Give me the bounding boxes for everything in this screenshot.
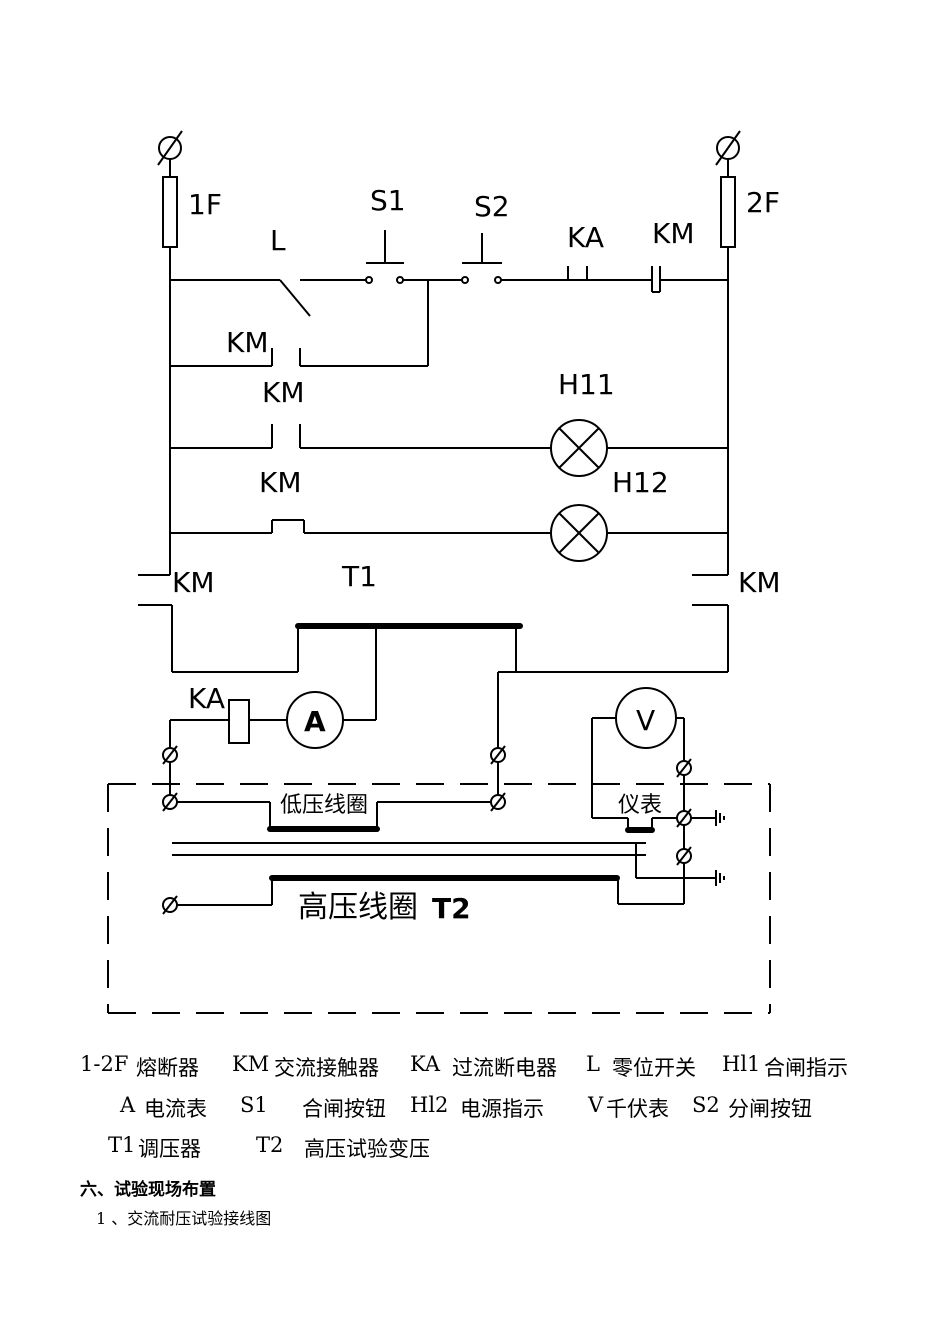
terminal-lv-left <box>162 792 178 812</box>
lamp-h11 <box>550 419 608 477</box>
km-left-label: KM <box>172 566 215 599</box>
legend-item: 高压试验变压 <box>304 1137 430 1161</box>
km-h12-label: KM <box>259 466 302 499</box>
hv-coil-label: 高压线圈 <box>298 890 418 925</box>
legend-item: A <box>120 1093 136 1117</box>
h12-label: H12 <box>612 466 669 499</box>
t2-label: T2 <box>432 892 471 925</box>
fuse-1f <box>162 176 178 248</box>
km-h11-label: KM <box>262 376 305 409</box>
fuse-2f-label: 2F <box>746 186 780 219</box>
s2-label: S2 <box>474 190 510 223</box>
legend-item: 电源指示 <box>460 1097 544 1121</box>
km-top-label: KM <box>652 217 695 250</box>
km-contact-h12 <box>271 519 305 533</box>
zero-switch-l <box>279 279 311 317</box>
legend-item: V <box>588 1093 604 1117</box>
legend-item: Hl2 <box>410 1093 449 1117</box>
legend-item: T1 <box>108 1133 136 1157</box>
button-s2 <box>461 233 502 284</box>
legend-item: 零位开关 <box>612 1056 696 1080</box>
wiring-diagram: 1F 2F L S1 S2 KA KM KM <box>107 130 781 1014</box>
subheading: 1 、交流耐压试验接线图 <box>96 1209 272 1228</box>
legend-item: 熔断器 <box>136 1056 199 1080</box>
voltmeter-label: V <box>636 704 655 737</box>
terminal-hv-left <box>162 895 178 915</box>
legend-item: 千伏表 <box>606 1097 669 1121</box>
ka-coil <box>228 699 250 744</box>
zero-switch-label: L <box>270 224 286 257</box>
legend-item: 合闸指示 <box>764 1056 848 1080</box>
terminal-v-mid <box>676 808 692 828</box>
terminal-t1 <box>490 745 506 795</box>
s1-label: S1 <box>370 184 406 217</box>
legend-item: Hl1 <box>722 1052 761 1076</box>
km-coil <box>651 266 661 293</box>
legend-item: S2 <box>692 1093 720 1117</box>
legend-item: 分闸按钮 <box>728 1097 812 1121</box>
lamp-h12 <box>550 504 608 562</box>
legend-item: L <box>586 1052 600 1076</box>
h11-label: H11 <box>558 368 615 401</box>
legend-item: 交流接触器 <box>274 1056 379 1080</box>
terminal-v-low <box>676 846 692 866</box>
ground-icon <box>715 870 725 886</box>
legend-item: KA <box>410 1052 441 1076</box>
ka-coil-label: KA <box>188 682 225 715</box>
km-hold-label: KM <box>226 326 269 359</box>
ground-icon <box>715 810 725 826</box>
legend-item: 调压器 <box>138 1137 201 1161</box>
meter-label: 仪表 <box>618 793 662 818</box>
legend-item: KM <box>232 1052 270 1076</box>
legend-item: 1-2F <box>80 1052 129 1076</box>
t1-label: T1 <box>341 560 377 593</box>
legend-item: 电流表 <box>144 1097 207 1121</box>
terminal-lv-right <box>490 792 506 812</box>
terminal-left-top <box>157 130 183 177</box>
terminal-v-top <box>676 758 692 778</box>
terminal-ka <box>162 745 178 795</box>
lv-coil-label: 低压线圈 <box>280 793 368 818</box>
fuse-1f-label: 1F <box>188 188 222 221</box>
ammeter <box>286 691 344 749</box>
button-s1 <box>365 230 404 284</box>
legend-item: 合闸按钮 <box>302 1097 386 1121</box>
section-heading: 六、试验现场布置 <box>80 1180 216 1200</box>
fuse-2f <box>720 176 736 248</box>
ka-top-label: KA <box>567 221 604 254</box>
ka-contact <box>560 266 595 281</box>
ammeter-label: A <box>304 705 326 738</box>
legend-item: T2 <box>256 1133 284 1157</box>
legend-item: S1 <box>240 1093 268 1117</box>
terminal-right-top <box>715 130 741 177</box>
legend-item: 过流断电器 <box>452 1056 557 1080</box>
km-right-label: KM <box>738 566 781 599</box>
